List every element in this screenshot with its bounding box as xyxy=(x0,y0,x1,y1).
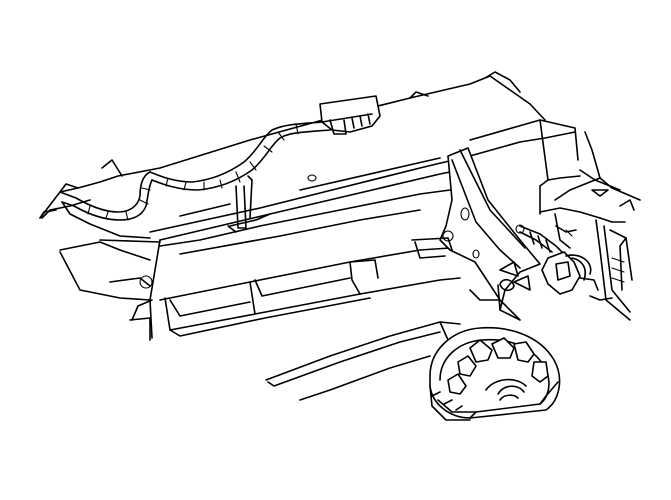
wiring-connector-icon xyxy=(319,95,381,135)
crossmember-icon xyxy=(39,71,579,341)
left-frame-icon xyxy=(39,183,151,239)
mounting-bracket-icon xyxy=(411,147,541,321)
driveshaft-icon xyxy=(265,321,461,401)
gear-assembly-icon xyxy=(429,326,561,421)
frame-rail-icon xyxy=(539,131,641,321)
sensor-connector-icon xyxy=(515,224,599,295)
wiring-harness-icon xyxy=(59,121,331,233)
